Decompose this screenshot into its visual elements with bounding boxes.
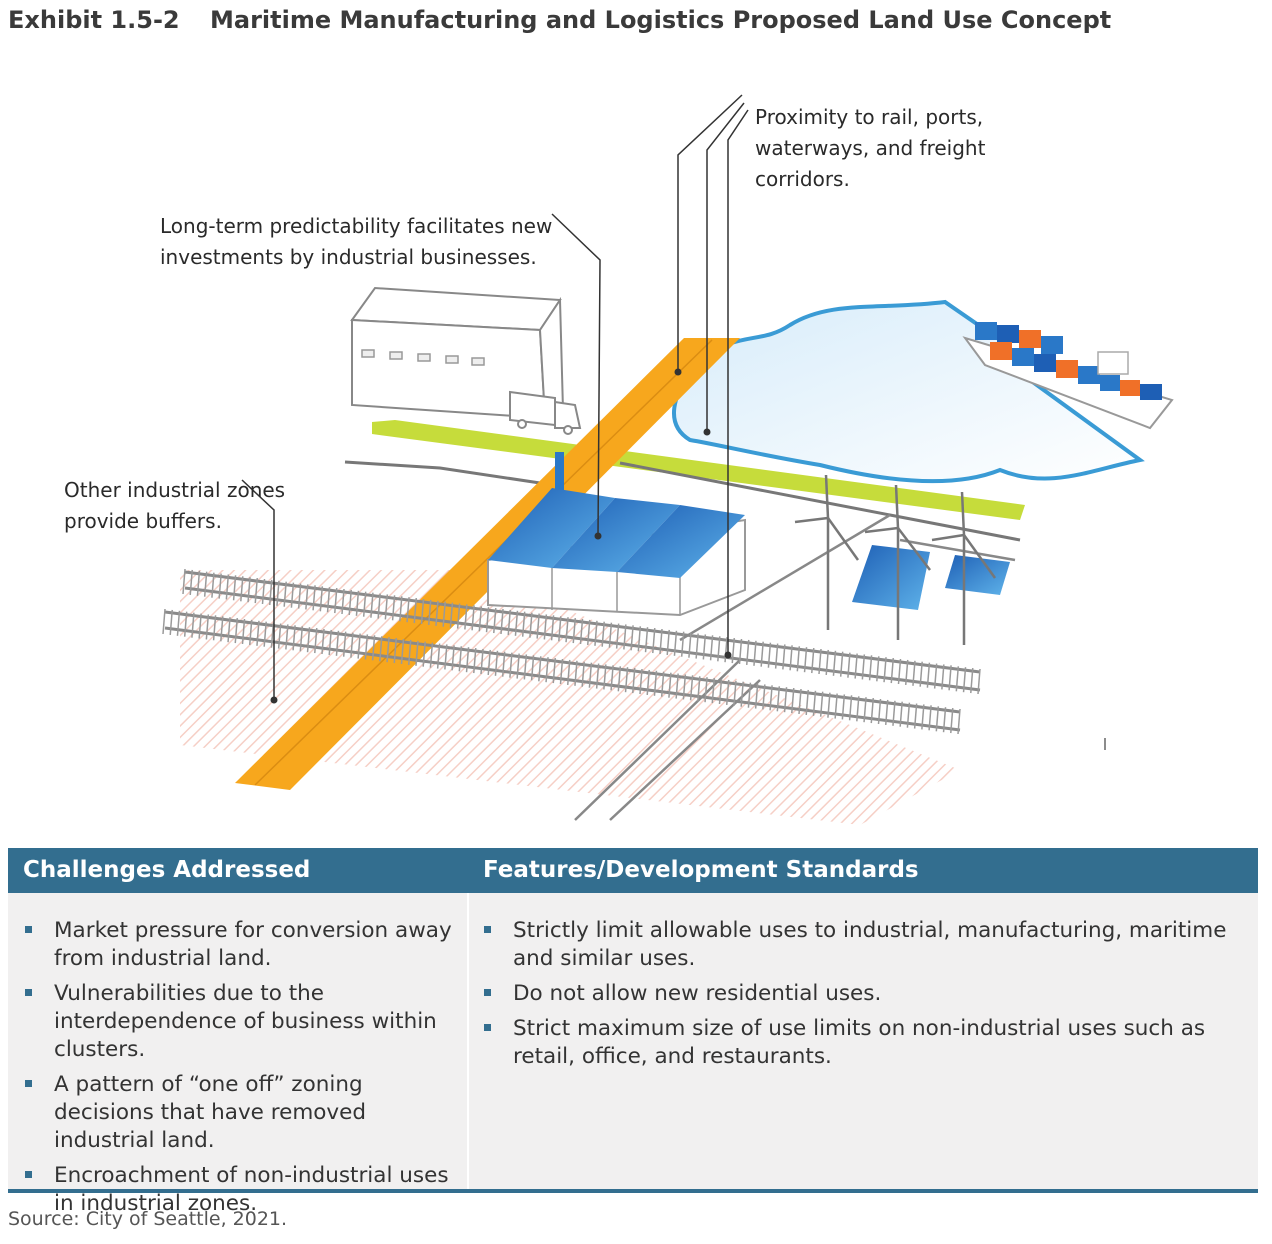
leader-lines (241, 94, 749, 700)
wind-turbine (864, 484, 931, 640)
challenges-header: Challenges Addressed (23, 857, 311, 883)
land-use-diagram (162, 94, 1174, 825)
list-item: Encroachment of non-industrial uses in i… (24, 1162, 454, 1218)
buffer-zone (180, 570, 960, 825)
rail-ties (162, 568, 981, 735)
solar-roof (488, 488, 615, 568)
features-header: Features/Development Standards (483, 857, 919, 883)
solar-roof (617, 505, 745, 578)
road-line (609, 679, 761, 821)
callout-predictability: Long-term predictability facilitates new… (160, 214, 553, 269)
exhibit-number: Exhibit 1.5-2 (8, 6, 180, 34)
list-item: Do not allow new residential uses. (483, 980, 1248, 1008)
smokestack (555, 452, 564, 497)
solar-panel-array (852, 545, 930, 610)
solar-roof (552, 498, 680, 572)
list-item: Vulnerabilities due to the interdependen… (24, 980, 454, 1064)
land-use-illustration: Proximity to rail, ports, waterways, and… (0, 48, 1272, 838)
bullet-square-icon (484, 926, 491, 933)
waterway (672, 299, 1145, 484)
wind-turbine (794, 474, 860, 630)
road-line (619, 461, 1021, 542)
callout-rail-proximity: Proximity to rail, ports, waterways, and… (755, 105, 986, 191)
table-body: Market pressure for conversion away from… (8, 893, 1258, 1216)
factory (487, 452, 746, 617)
exhibit-title: Maritime Manufacturing and Logistics Pro… (210, 6, 1112, 34)
cargo-ship (962, 322, 1174, 430)
bullet-square-icon (484, 1024, 491, 1031)
list-item: Strict maximum size of use limits on non… (483, 1015, 1248, 1071)
bullet-square-icon (25, 926, 32, 933)
challenges-list: Market pressure for conversion away from… (24, 917, 454, 1225)
wind-turbine (931, 491, 997, 645)
info-table: Challenges Addressed Features/Developmen… (8, 848, 1258, 1216)
list-item: Strictly limit allowable uses to industr… (483, 917, 1248, 973)
bullet-square-icon (25, 1080, 32, 1087)
road-line (344, 460, 541, 485)
bullet-square-icon (484, 989, 491, 996)
bullet-square-icon (25, 1171, 32, 1178)
solar-panel-array (945, 555, 1010, 595)
source-note: Source: City of Seattle, 2021. (8, 1208, 288, 1230)
corridor-centerline (254, 339, 713, 786)
green-buffer-strip (372, 420, 1025, 520)
table-bottom-rule (8, 1189, 1258, 1193)
exhibit-header: Exhibit 1.5-2 Maritime Manufacturing and… (8, 6, 1258, 42)
features-list: Strictly limit allowable uses to industr… (483, 917, 1248, 1078)
road-line (679, 513, 891, 642)
bullet-square-icon (25, 989, 32, 996)
road-line (574, 659, 741, 821)
delivery-truck (509, 390, 582, 435)
table-header: Challenges Addressed Features/Developmen… (8, 848, 1258, 893)
list-item: Market pressure for conversion away from… (24, 917, 454, 973)
column-divider (467, 893, 469, 1189)
warehouse (350, 286, 565, 420)
list-item: A pattern of “one off” zoning decisions … (24, 1071, 454, 1155)
callout-buffers: Other industrial zones provide buffers. (64, 478, 286, 533)
road-line (899, 538, 1016, 562)
